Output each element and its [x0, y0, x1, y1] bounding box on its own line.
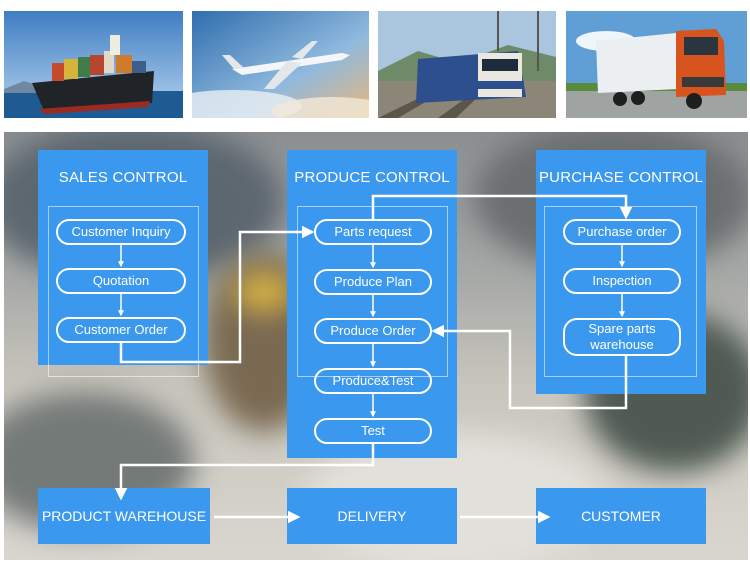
- step-inspection: Inspection: [563, 268, 681, 294]
- product-warehouse-box: PRODUCT WAREHOUSE: [38, 488, 210, 544]
- step-purchase-order: Purchase order: [563, 219, 681, 245]
- purchase-control-title: PURCHASE CONTROL: [538, 169, 704, 186]
- step-produce-order: Produce Order: [314, 318, 432, 344]
- step-produce-test: Produce&Test: [314, 368, 432, 394]
- delivery-box: DELIVERY: [287, 488, 457, 544]
- customer-box: CUSTOMER: [536, 488, 706, 544]
- produce-control-panel: PRODUCE CONTROL: [287, 150, 457, 458]
- step-quotation: Quotation: [56, 268, 186, 294]
- step-test: Test: [314, 418, 432, 444]
- airplane-photo: [192, 11, 369, 118]
- cargo-ship-photo: [4, 11, 183, 118]
- step-parts-request: Parts request: [314, 219, 432, 245]
- step-customer-inquiry: Customer Inquiry: [56, 219, 186, 245]
- truck-photo: [566, 11, 747, 118]
- produce-control-title: PRODUCE CONTROL: [294, 169, 450, 186]
- sales-control-title: SALES CONTROL: [58, 169, 188, 186]
- step-customer-order: Customer Order: [56, 317, 186, 343]
- train-photo: [378, 11, 556, 118]
- spare-parts-line-1: Spare parts: [588, 320, 656, 336]
- step-produce-plan: Produce Plan: [314, 269, 432, 295]
- spare-parts-line-2: warehouse: [590, 337, 654, 352]
